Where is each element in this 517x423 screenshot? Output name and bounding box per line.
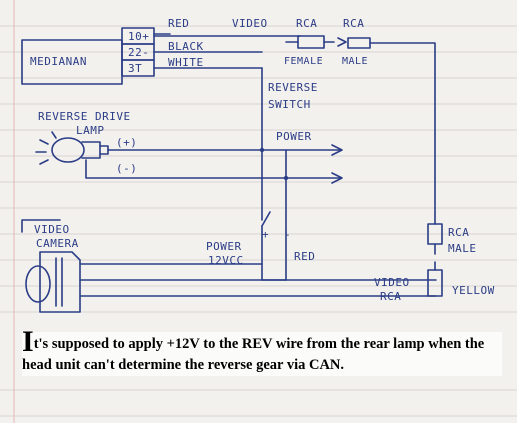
power-supply-label: 12VCC xyxy=(208,254,244,267)
video-rca-label: VIDEO xyxy=(374,276,410,289)
minus-label: (-) xyxy=(116,162,137,175)
red-label: RED xyxy=(294,250,315,263)
wire-label-video: VIDEO xyxy=(232,17,268,30)
rca-right-label: RCA xyxy=(448,226,469,239)
caption-text: t's supposed to apply +12V to the REV wi… xyxy=(22,336,485,373)
video-rca-label: RCA xyxy=(380,290,401,303)
caption-drop-cap: I xyxy=(22,325,34,358)
rca-male-connector xyxy=(323,37,436,225)
rca-video-yellow xyxy=(427,261,443,297)
wire-label-white: WHITE xyxy=(168,56,204,69)
rca-male-right xyxy=(427,223,443,255)
switch-minus: - xyxy=(284,228,291,241)
wire-label-black: BLACK xyxy=(168,40,204,53)
reverse-switch-label: REVERSE xyxy=(268,81,318,94)
media-unit-label: MEDIANAN xyxy=(30,55,87,68)
pin-label: 22- xyxy=(128,46,149,59)
lamp-label: REVERSE DRIVE xyxy=(38,110,131,123)
plus-label: (+) xyxy=(116,136,137,149)
unit-wires xyxy=(153,33,301,69)
female-label: FEMALE xyxy=(284,56,323,67)
lamp-label: LAMP xyxy=(76,124,105,137)
rca-label: RCA xyxy=(343,17,364,30)
reverse-switch-wiring xyxy=(261,67,287,281)
wire-label-red: RED xyxy=(168,17,189,30)
camera-label: CAMERA xyxy=(36,237,79,250)
power-supply-label: POWER xyxy=(206,240,242,253)
video-camera xyxy=(21,219,81,313)
rca-female-connector xyxy=(285,35,325,49)
pin-label: 3T xyxy=(128,62,142,75)
male-right-label: MALE xyxy=(448,242,477,255)
power-lines xyxy=(85,144,343,184)
media-unit: MEDIANAN 10+ 22- 3T xyxy=(21,27,155,85)
switch-plus: + xyxy=(262,228,269,241)
caption: It's supposed to apply +12V to the REV w… xyxy=(22,327,502,376)
pin-label: 10+ xyxy=(128,30,149,43)
camera-wires xyxy=(79,263,437,297)
power-label: POWER xyxy=(276,130,312,143)
yellow-label: YELLOW xyxy=(452,284,495,297)
rca-label: RCA xyxy=(296,17,317,30)
male-label: MALE xyxy=(342,56,368,67)
camera-label: VIDEO xyxy=(34,223,70,236)
reverse-switch-label: SWITCH xyxy=(268,98,311,111)
